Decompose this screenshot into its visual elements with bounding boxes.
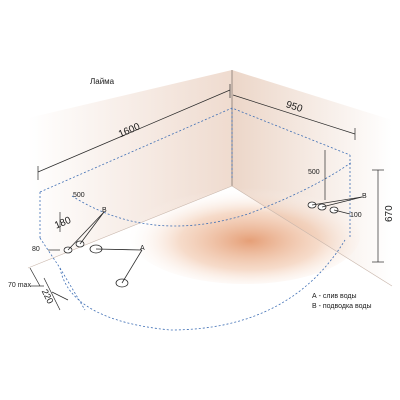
marker-b-left: B	[102, 207, 107, 214]
floor-edge-right	[231, 185, 393, 287]
model-name: Лайма	[90, 77, 115, 86]
dim-height: 670	[384, 205, 395, 222]
dimension-lines	[29, 84, 384, 311]
floor-edge-left	[27, 185, 233, 269]
bathtub-outline	[39, 107, 353, 331]
marker-b-right: B	[362, 193, 367, 200]
dim-max-depth: 70 max	[8, 282, 31, 289]
dim-width: 950	[284, 99, 304, 115]
dim-left-offset: 80	[32, 246, 40, 253]
legend-item-supply: В - подводка воды	[312, 303, 372, 310]
dim-right-wall-height: 500	[308, 169, 320, 176]
dim-right-spacing: 100	[350, 212, 362, 219]
legend-item-drain: А - слив воды	[312, 293, 357, 300]
legend: А - слив воды В - подводка воды	[312, 292, 372, 312]
left-wall	[28, 70, 232, 268]
left-connections	[63, 211, 143, 288]
marker-a: A	[140, 245, 145, 252]
dim-left-wall-height: 500	[73, 192, 85, 199]
right-connections	[307, 196, 363, 215]
floor-glow	[130, 188, 360, 284]
